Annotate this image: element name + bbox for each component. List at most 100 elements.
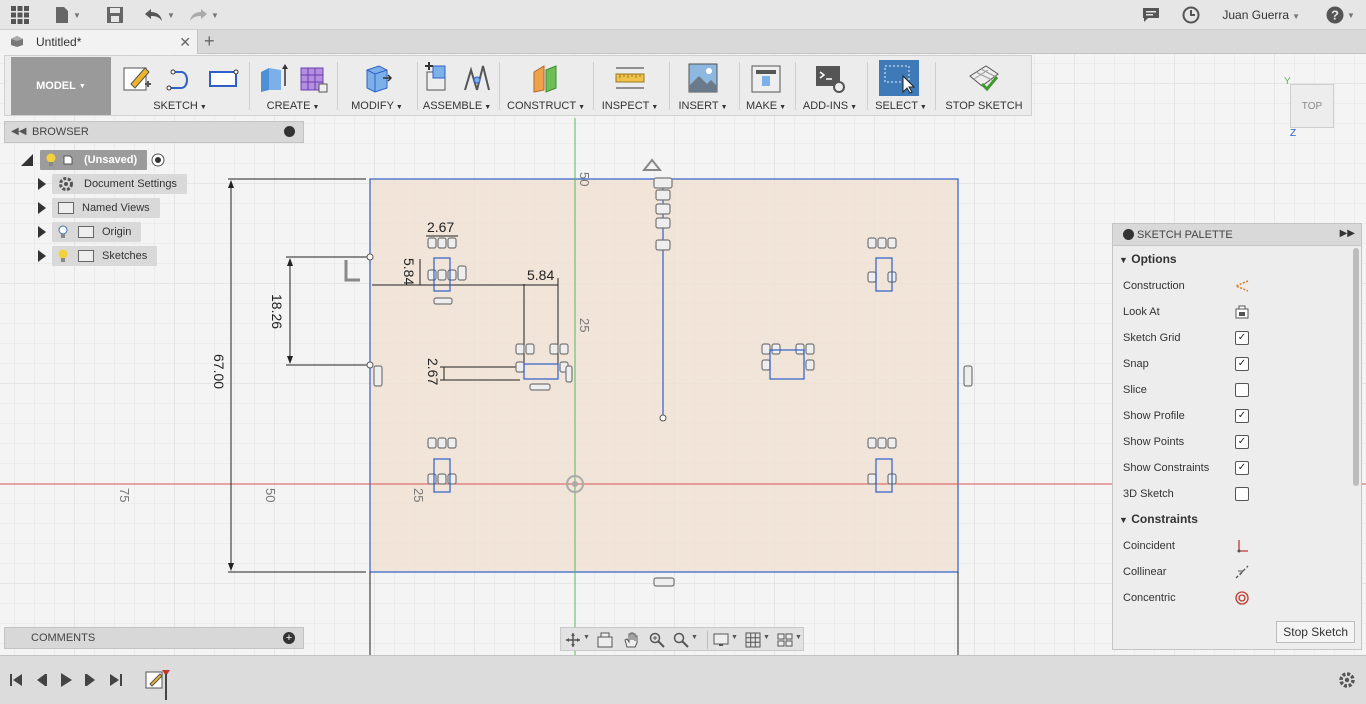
option-3d-sketch[interactable]: 3D Sketch [1123, 484, 1348, 504]
show-constraints-checkbox[interactable]: ✓ [1235, 461, 1249, 475]
collinear-icon[interactable] [1235, 565, 1249, 579]
constraint-coincident[interactable]: Coincident [1123, 536, 1348, 556]
orbit-icon[interactable] [565, 632, 581, 648]
viewports-menu-chevron-icon[interactable]: ▼ [795, 634, 802, 641]
activate-radio-icon[interactable] [151, 153, 165, 167]
dim-67-00[interactable]: 67.00 [211, 354, 227, 389]
option-snap[interactable]: Snap ✓ [1123, 354, 1348, 374]
assemble-group[interactable]: ASSEMBLE▼ [419, 56, 495, 116]
look-at-icon[interactable] [1235, 305, 1249, 319]
grid-settings-icon[interactable] [745, 632, 761, 648]
dim-5-84-left[interactable]: 5.84 [401, 258, 417, 285]
scripts-icon[interactable] [814, 62, 846, 94]
3d-sketch-checkbox[interactable] [1235, 487, 1249, 501]
step-forward-icon[interactable] [83, 672, 99, 688]
save-icon[interactable] [106, 5, 124, 25]
3d-print-icon[interactable] [750, 62, 782, 94]
comments-panel-header[interactable]: COMMENTS + [4, 627, 304, 649]
constraint-collinear[interactable]: Collinear [1123, 562, 1348, 582]
sketch-palette-header[interactable]: SKETCH PALETTE ▶▶ [1113, 224, 1361, 246]
line-icon[interactable] [165, 62, 197, 94]
document-tab[interactable]: Untitled* ✕ [0, 30, 198, 54]
show-points-checkbox[interactable]: ✓ [1235, 435, 1249, 449]
orbit-menu-chevron-icon[interactable]: ▼ [583, 634, 590, 641]
collapse-browser-icon[interactable]: ◀◀ [11, 126, 27, 137]
user-account-menu[interactable]: Juan Guerra▼ [1222, 8, 1300, 22]
browser-item-document-settings[interactable]: Document Settings [38, 174, 187, 194]
joint-icon[interactable] [461, 62, 493, 94]
apps-grid-icon[interactable] [10, 5, 30, 25]
new-tab-icon[interactable]: + [204, 31, 215, 51]
form-icon[interactable] [297, 62, 329, 94]
make-group[interactable]: MAKE▼ [741, 56, 791, 116]
history-clock-icon[interactable] [1182, 5, 1200, 25]
option-slice[interactable]: Slice [1123, 380, 1348, 400]
dim-5-84-right[interactable]: 5.84 [527, 267, 554, 283]
zoom-icon[interactable] [649, 632, 665, 648]
rectangle-icon[interactable] [207, 62, 239, 94]
redo-icon[interactable]: ▼ [188, 5, 219, 25]
option-show-points[interactable]: Show Points ✓ [1123, 432, 1348, 452]
construct-group[interactable]: CONSTRUCT▼ [503, 56, 589, 116]
expand-triangle-icon[interactable] [38, 178, 46, 190]
browser-item-named-views[interactable]: Named Views [38, 198, 160, 218]
pan-hand-icon[interactable] [623, 632, 639, 648]
file-menu-icon[interactable]: ▼ [54, 5, 81, 25]
stop-sketch-icon[interactable] [968, 62, 1000, 94]
press-pull-icon[interactable] [361, 62, 393, 94]
coincident-icon[interactable] [1235, 539, 1249, 553]
look-at-nav-icon[interactable] [597, 632, 613, 648]
create-sketch-icon[interactable] [121, 62, 153, 94]
visibility-bulb-icon[interactable] [58, 249, 68, 263]
view-cube[interactable]: TOP [1290, 84, 1334, 128]
browser-item-sketches[interactable]: Sketches [38, 246, 158, 266]
go-to-start-icon[interactable] [8, 672, 24, 688]
inspect-group[interactable]: INSPECT▼ [595, 56, 665, 116]
create-group[interactable]: CREATE▼ [253, 56, 333, 116]
expand-triangle-icon[interactable] [38, 202, 46, 214]
visibility-bulb-icon[interactable] [58, 225, 68, 239]
browser-root[interactable]: (Unsaved) [20, 150, 165, 170]
zoom-menu-chevron-icon[interactable]: ▼ [691, 634, 698, 641]
option-show-profile[interactable]: Show Profile ✓ [1123, 406, 1348, 426]
play-icon[interactable] [58, 672, 74, 688]
options-section-header[interactable]: ▼ Options [1119, 252, 1177, 266]
browser-item-origin[interactable]: Origin [38, 222, 142, 242]
display-menu-chevron-icon[interactable]: ▼ [731, 634, 738, 641]
construction-icon[interactable] [1235, 279, 1249, 293]
insert-image-icon[interactable] [687, 62, 719, 94]
stop-sketch-toolbar-button[interactable]: STOP SKETCH [937, 56, 1031, 116]
new-component-icon[interactable] [421, 62, 453, 94]
undo-icon[interactable]: ▼ [144, 5, 175, 25]
option-sketch-grid[interactable]: Sketch Grid ✓ [1123, 328, 1348, 348]
timeline-settings-gear-icon[interactable] [1338, 671, 1356, 689]
grid-menu-chevron-icon[interactable]: ▼ [763, 634, 770, 641]
snap-checkbox[interactable]: ✓ [1235, 357, 1249, 371]
expand-triangle-icon[interactable] [38, 226, 46, 238]
slice-checkbox[interactable] [1235, 383, 1249, 397]
dim-2-67-top[interactable]: 2.67 [427, 219, 454, 235]
go-to-end-icon[interactable] [108, 672, 124, 688]
palette-scrollbar[interactable] [1353, 248, 1359, 486]
modify-group[interactable]: MODIFY▼ [341, 56, 413, 116]
fit-zoom-icon[interactable] [673, 632, 689, 648]
measure-icon[interactable] [614, 62, 646, 94]
visibility-bulb-icon[interactable] [46, 153, 56, 167]
concentric-icon[interactable] [1235, 591, 1249, 605]
expanded-triangle-icon[interactable] [20, 153, 34, 167]
palette-expand-icon[interactable]: ▶▶ [1339, 228, 1355, 239]
dim-18-26[interactable]: 18.26 [269, 294, 285, 329]
browser-panel-header[interactable]: ◀◀ BROWSER [4, 121, 304, 143]
close-tab-icon[interactable]: ✕ [179, 34, 191, 50]
offset-plane-icon[interactable] [530, 62, 562, 94]
option-look-at[interactable]: Look At [1123, 302, 1348, 322]
step-back-icon[interactable] [33, 672, 49, 688]
dim-2-67-mid[interactable]: 2.67 [425, 358, 441, 385]
sketch-group[interactable]: SKETCH▼ [115, 56, 245, 116]
select-group[interactable]: SELECT▼ [869, 56, 933, 116]
show-profile-checkbox[interactable]: ✓ [1235, 409, 1249, 423]
palette-minimize-icon[interactable] [1123, 229, 1134, 240]
timeline-sketch-feature-icon[interactable] [144, 666, 172, 700]
extrude-icon[interactable] [257, 62, 289, 94]
expand-triangle-icon[interactable] [38, 250, 46, 262]
